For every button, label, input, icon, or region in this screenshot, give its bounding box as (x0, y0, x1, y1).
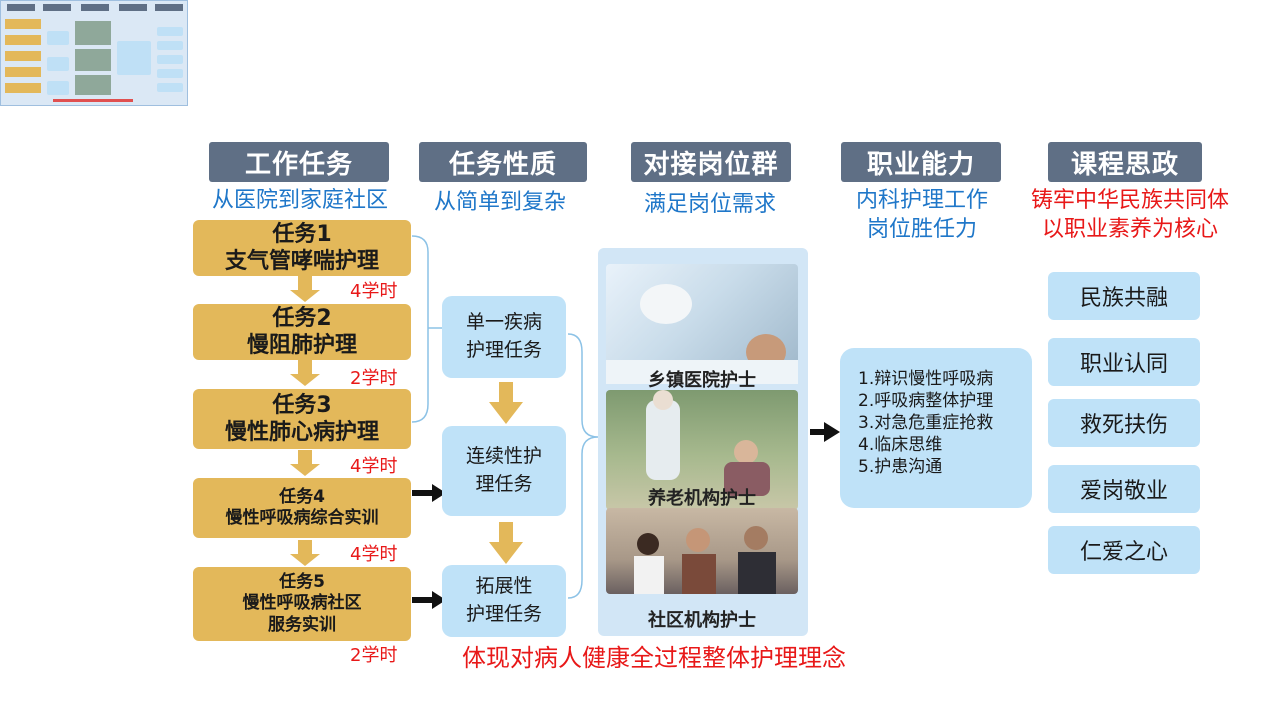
header-vocational-ability: 职业能力 (841, 142, 1001, 182)
nature-continuous[interactable]: 连续性护理任务 (442, 426, 566, 516)
nature-2-line2: 理任务 (475, 473, 533, 495)
task-2-hours: 2学时 (350, 368, 398, 389)
arrow-down-icon (290, 276, 320, 302)
photo-township-hospital (606, 264, 798, 384)
task-5-box[interactable]: 任务5 慢性呼吸病社区 服务实训 (193, 567, 411, 641)
arrow-down-icon (489, 382, 523, 424)
post-label-community: 社区机构护士 (648, 610, 756, 631)
header-task-nature: 任务性质 (419, 142, 587, 182)
task-4-name: 慢性呼吸病综合实训 (225, 508, 379, 528)
task-3-hours: 4学时 (350, 456, 398, 477)
nature-down-arrows (489, 382, 523, 564)
ideology-item-3[interactable]: 救死扶伤 (1048, 399, 1200, 447)
bracket-natures (567, 333, 599, 599)
task-down-arrows (290, 276, 320, 566)
header-post-group: 对接岗位群 (631, 142, 791, 182)
photo-community (606, 508, 798, 594)
arrow-down-icon (489, 522, 523, 564)
task-4-title: 任务4 (279, 486, 325, 507)
slide-thumbnail[interactable] (0, 0, 188, 106)
subtitle-ability-line1: 内科护理工作 (855, 188, 988, 213)
ideology-item-4[interactable]: 爱岗敬业 (1048, 465, 1200, 513)
subtitle-work-tasks: 从医院到家庭社区 (211, 188, 388, 213)
nature-3-line2: 护理任务 (465, 603, 542, 625)
post-label-elderly: 养老机构护士 (648, 488, 756, 509)
arrow-down-icon (290, 540, 320, 566)
task-3-box[interactable]: 任务3 慢性肺心病护理 (193, 389, 411, 449)
header-course-ideology: 课程思政 (1048, 142, 1202, 182)
task-2-title: 任务2 (272, 305, 332, 331)
nature-single-disease[interactable]: 单一疾病护理任务 (442, 296, 566, 378)
arrow-right-icon (810, 422, 840, 442)
arrow-right-icon (412, 484, 446, 502)
task-3-name: 慢性肺心病护理 (224, 420, 379, 445)
black-arrows (412, 422, 840, 609)
nature-3-line1: 拓展性 (475, 575, 533, 598)
post-group-panel: 乡镇医院护士 养老机构护士 社区机构护士 (598, 248, 808, 636)
nature-extended[interactable]: 拓展性护理任务 (442, 565, 566, 637)
bracket-tasks-1-3 (411, 235, 429, 423)
task-4-hours: 4学时 (350, 544, 398, 565)
task-2-box[interactable]: 任务2 慢阻肺护理 (193, 304, 411, 360)
nature-2-line1: 连续性护 (465, 445, 542, 468)
nurse-patient-image (606, 284, 798, 384)
task-1-name: 支气管哮喘护理 (224, 249, 379, 274)
ability-item: 3.对急危重症抢救 (858, 413, 994, 433)
nature-1-line2: 护理任务 (465, 339, 542, 361)
post-label-township: 乡镇医院护士 (648, 370, 756, 391)
ability-item: 1.辩识慢性呼吸病 (858, 369, 994, 389)
task-1-hours: 4学时 (350, 281, 398, 302)
ideology-item-1[interactable]: 民族共融 (1048, 272, 1200, 320)
footer-note: 体现对病人健康全过程整体护理理念 (462, 644, 846, 672)
nature-1-line1: 单一疾病 (465, 311, 542, 334)
task-5-name-line2: 服务实训 (268, 614, 336, 635)
task-1-title: 任务1 (272, 221, 332, 247)
task-2-name: 慢阻肺护理 (246, 333, 357, 358)
ideology-item-2[interactable]: 职业认同 (1048, 338, 1200, 386)
arrow-down-icon (290, 360, 320, 386)
elderly-care-image (646, 390, 770, 496)
ability-item: 4.临床思维 (858, 435, 943, 455)
task-4-box[interactable]: 任务4 慢性呼吸病综合实训 (193, 478, 411, 538)
photo-elderly-care (606, 390, 798, 510)
community-image (634, 526, 776, 594)
arrow-down-icon (290, 450, 320, 476)
header-work-tasks: 工作任务 (209, 142, 389, 182)
task-1-box[interactable]: 任务1 支气管哮喘护理 (193, 220, 411, 276)
ability-list: 1.辩识慢性呼吸病 2.呼吸病整体护理 3.对急危重症抢救 4.临床思维 5.护… (840, 348, 1032, 508)
subtitle-ability-line2: 岗位胜任力 (866, 217, 977, 242)
task-5-name: 慢性呼吸病社区 (242, 593, 362, 614)
ability-item: 5.护患沟通 (858, 457, 943, 477)
subtitle-ideology-line1: 铸牢中华民族共同体 (1030, 188, 1229, 213)
task-5-hours: 2学时 (350, 645, 398, 666)
ability-item: 2.呼吸病整体护理 (858, 391, 994, 411)
ideology-item-5[interactable]: 仁爱之心 (1048, 526, 1200, 574)
arrow-right-icon (412, 591, 446, 609)
task-3-title: 任务3 (272, 392, 332, 418)
subtitle-task-nature: 从简单到复杂 (433, 190, 566, 215)
subtitle-post-group: 满足岗位需求 (643, 192, 776, 217)
task-5-title: 任务5 (279, 572, 325, 593)
subtitle-ideology-line2: 以职业素养为核心 (1041, 217, 1218, 242)
